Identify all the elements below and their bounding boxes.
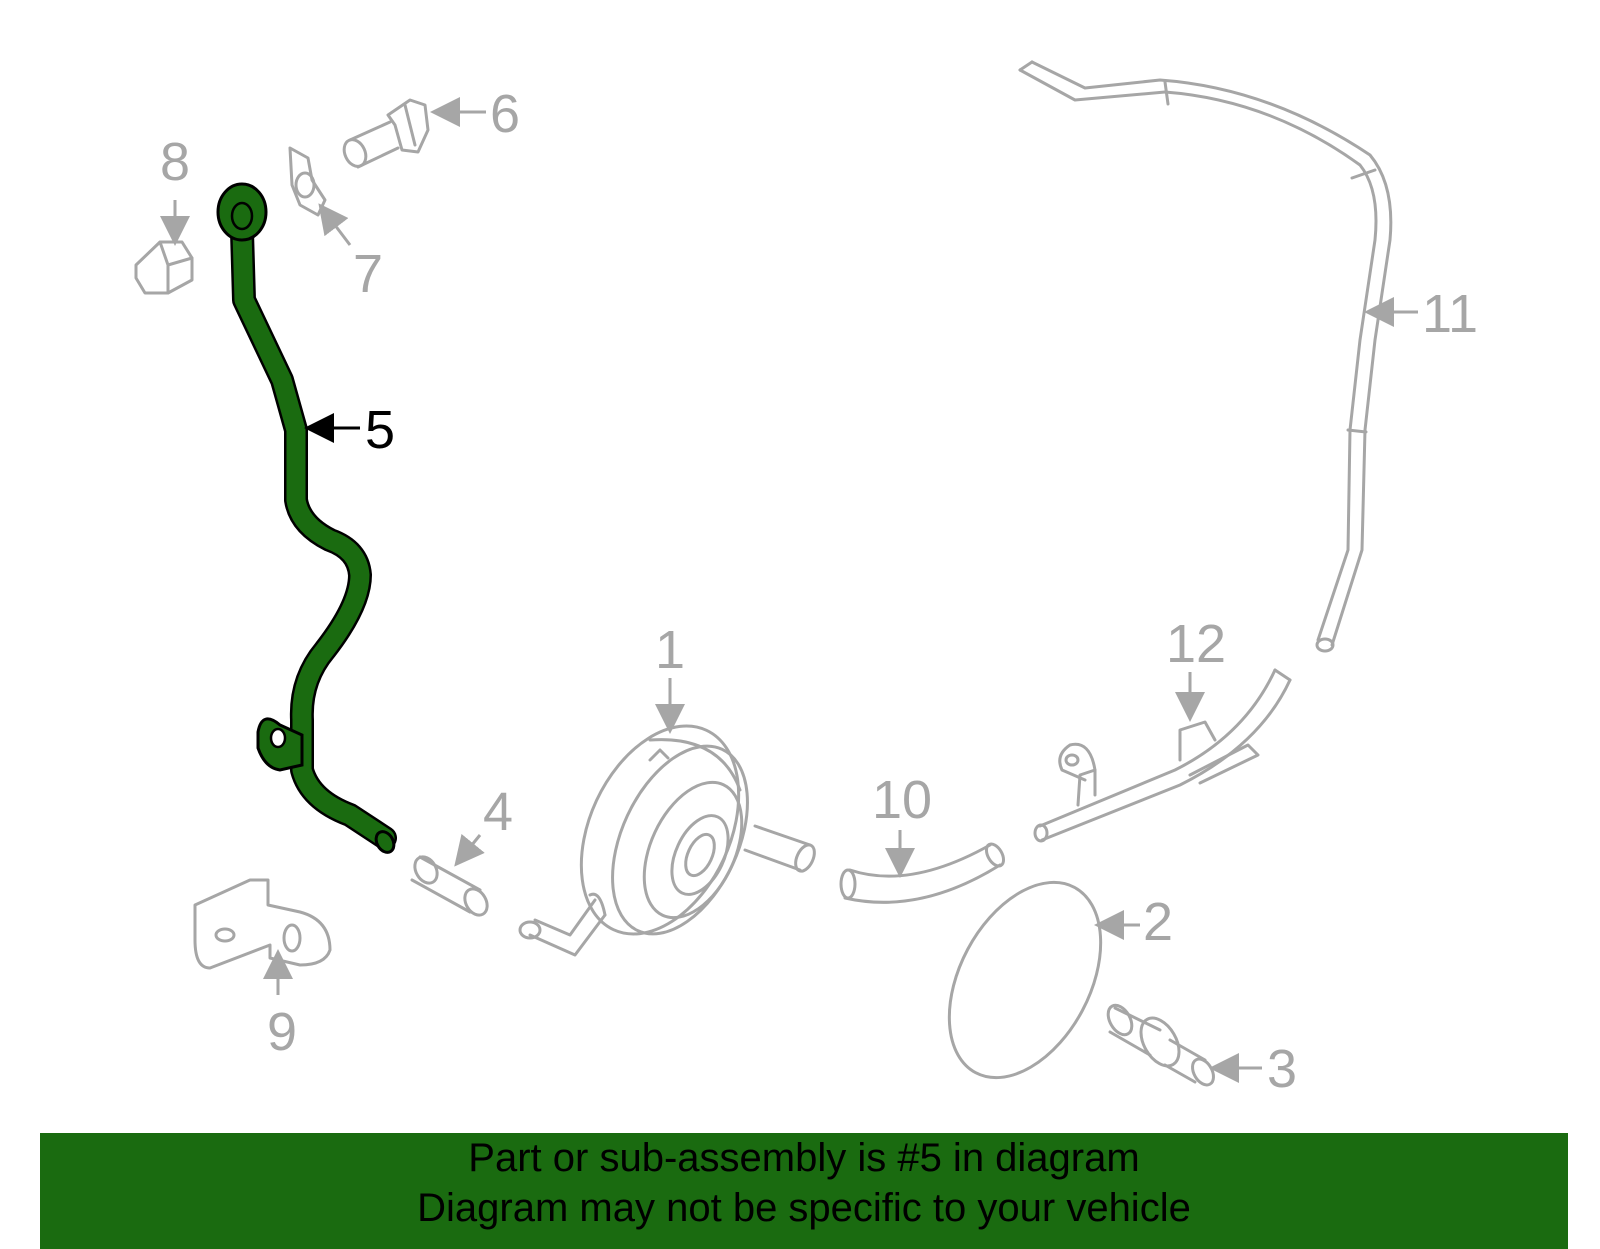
part-6-sensor xyxy=(342,98,430,169)
info-banner: Part or sub-assembly is #5 in diagram Di… xyxy=(40,1133,1568,1249)
callout-5: 5 xyxy=(365,400,395,460)
part-10-hose xyxy=(839,842,1006,904)
part-8-nut xyxy=(134,240,194,295)
part-5-oil-pipe xyxy=(216,182,397,854)
callout-11: 11 xyxy=(1422,284,1478,344)
banner-line-2: Diagram may not be specific to your vehi… xyxy=(417,1186,1191,1230)
callout-8: 8 xyxy=(160,132,190,192)
arrow-7 xyxy=(318,203,352,246)
callout-9: 9 xyxy=(267,1002,297,1062)
callout-2: 2 xyxy=(1143,892,1173,952)
callout-4: 4 xyxy=(483,782,513,842)
part-1-oil-cooler xyxy=(518,724,816,957)
callout-3: 3 xyxy=(1267,1039,1297,1099)
callout-7: 7 xyxy=(353,244,383,304)
banner-line-1: Part or sub-assembly is #5 in diagram xyxy=(468,1136,1140,1180)
arrow-4 xyxy=(454,833,485,867)
callout-6: 6 xyxy=(490,84,520,144)
part-12-pipe xyxy=(1033,668,1292,843)
part-11-cooler-line xyxy=(1018,60,1393,653)
callout-1: 1 xyxy=(655,620,685,680)
part-2-o-ring xyxy=(947,880,1103,1080)
part-4-sleeve xyxy=(410,855,489,917)
callout-12: 12 xyxy=(1166,614,1226,674)
part-7-gasket xyxy=(288,146,327,217)
part-9-bracket xyxy=(193,878,332,970)
callout-10: 10 xyxy=(872,770,932,830)
part-3-fitting xyxy=(1106,1003,1215,1087)
